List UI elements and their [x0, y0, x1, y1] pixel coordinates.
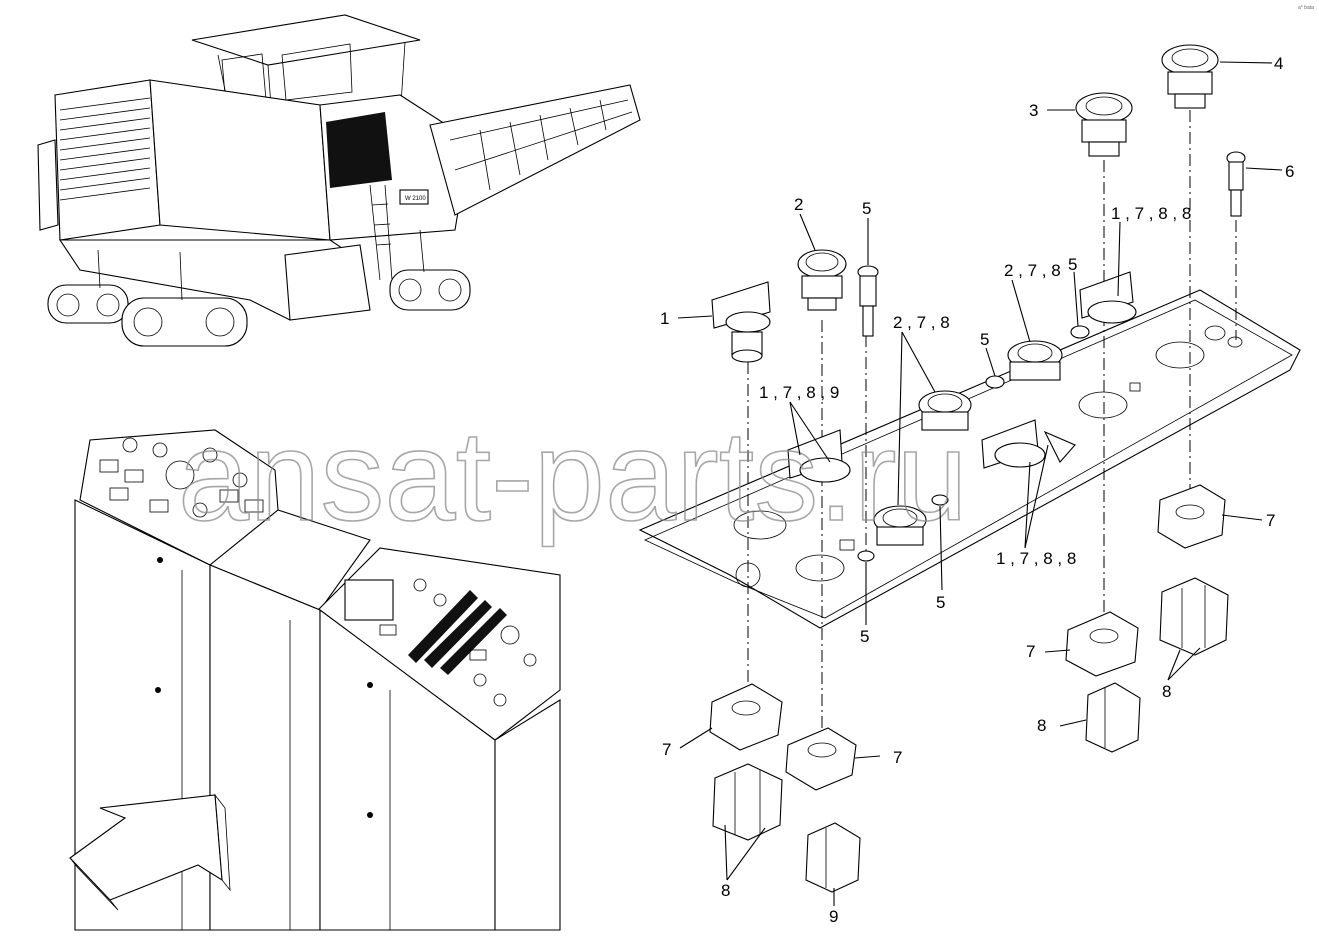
callout-2: 2	[794, 195, 803, 214]
watermark: ansat-parts.ru	[178, 405, 968, 548]
machine-badge: W 2100	[405, 196, 426, 202]
selector-switch-panel-b	[981, 419, 1076, 469]
meter-panel-a	[918, 390, 972, 431]
callout-1-7-8-9: 1 , 7 , 8 , 9	[759, 383, 839, 402]
corner-code: a° bata	[1298, 5, 1314, 11]
callout-6: 6	[1285, 162, 1294, 181]
callout-7-center: 7	[1026, 642, 1035, 661]
lamp-holder-5	[857, 265, 879, 337]
leader-lines	[677, 61, 1283, 906]
small-lamps-panel	[857, 325, 1090, 562]
operator-console-illustration	[74, 429, 561, 931]
callout-5-lamp: 5	[862, 199, 871, 218]
callout-8-center: 8	[1037, 716, 1046, 735]
contact-element-8b	[1085, 682, 1141, 753]
track-right	[389, 269, 471, 311]
contact-element-8a	[1159, 577, 1229, 656]
callout-5-lower-right: 5	[936, 593, 945, 612]
selector-switch-panel-a	[787, 429, 851, 483]
meter-panel-b	[1007, 340, 1063, 381]
callout-2-7-8-top: 2 , 7 , 8	[1004, 261, 1061, 280]
callout-1: 1	[660, 309, 669, 328]
callout-3: 3	[1029, 101, 1038, 120]
callout-1-7-8-8-top: 1 , 7 , 8 , 8	[1111, 204, 1191, 223]
assembly-lines	[747, 110, 1237, 740]
contact-block-7d	[785, 727, 857, 791]
orientation-arrow	[69, 793, 231, 911]
selector-switch-1	[711, 281, 771, 363]
milling-machine-illustration: W 2100	[37, 14, 641, 347]
pilot-light-2	[797, 249, 847, 311]
selector-switch-panel-c	[1079, 271, 1137, 324]
contact-block-7b	[1065, 611, 1139, 677]
callout-7-bottom-left: 7	[662, 740, 671, 759]
callout-9: 9	[829, 907, 838, 926]
contact-element-8c	[712, 763, 783, 841]
callout-5-top: 5	[1068, 255, 1077, 274]
track-mid	[121, 297, 248, 347]
callout-8-bottom: 8	[721, 881, 730, 900]
meter-panel-c	[873, 505, 927, 546]
callout-7-right: 7	[1266, 511, 1275, 530]
contact-block-7c	[709, 683, 783, 751]
lamp-holder-6	[1226, 151, 1246, 217]
callout-2-7-8-mid: 2 , 7 , 8	[893, 313, 950, 332]
pilot-light-4	[1161, 44, 1219, 109]
callout-5-mid: 5	[980, 330, 989, 349]
track-left	[47, 284, 129, 324]
callout-4: 4	[1274, 54, 1283, 73]
contact-element-9	[805, 822, 861, 893]
callout-8-right: 8	[1162, 682, 1171, 701]
contact-block-7a	[1157, 484, 1226, 549]
callout-5-lower-left: 5	[860, 627, 869, 646]
callout-7-bottom-right: 7	[893, 748, 902, 767]
pilot-light-3	[1075, 92, 1133, 157]
callout-labels: 1 2 5 3 4 6 1 , 7 , 8 , 8 2 , 7 , 8 5 2 …	[660, 54, 1294, 926]
callout-1-7-8-8-bottom: 1 , 7 , 8 , 8	[996, 549, 1076, 568]
control-panel-plate	[638, 289, 1301, 629]
